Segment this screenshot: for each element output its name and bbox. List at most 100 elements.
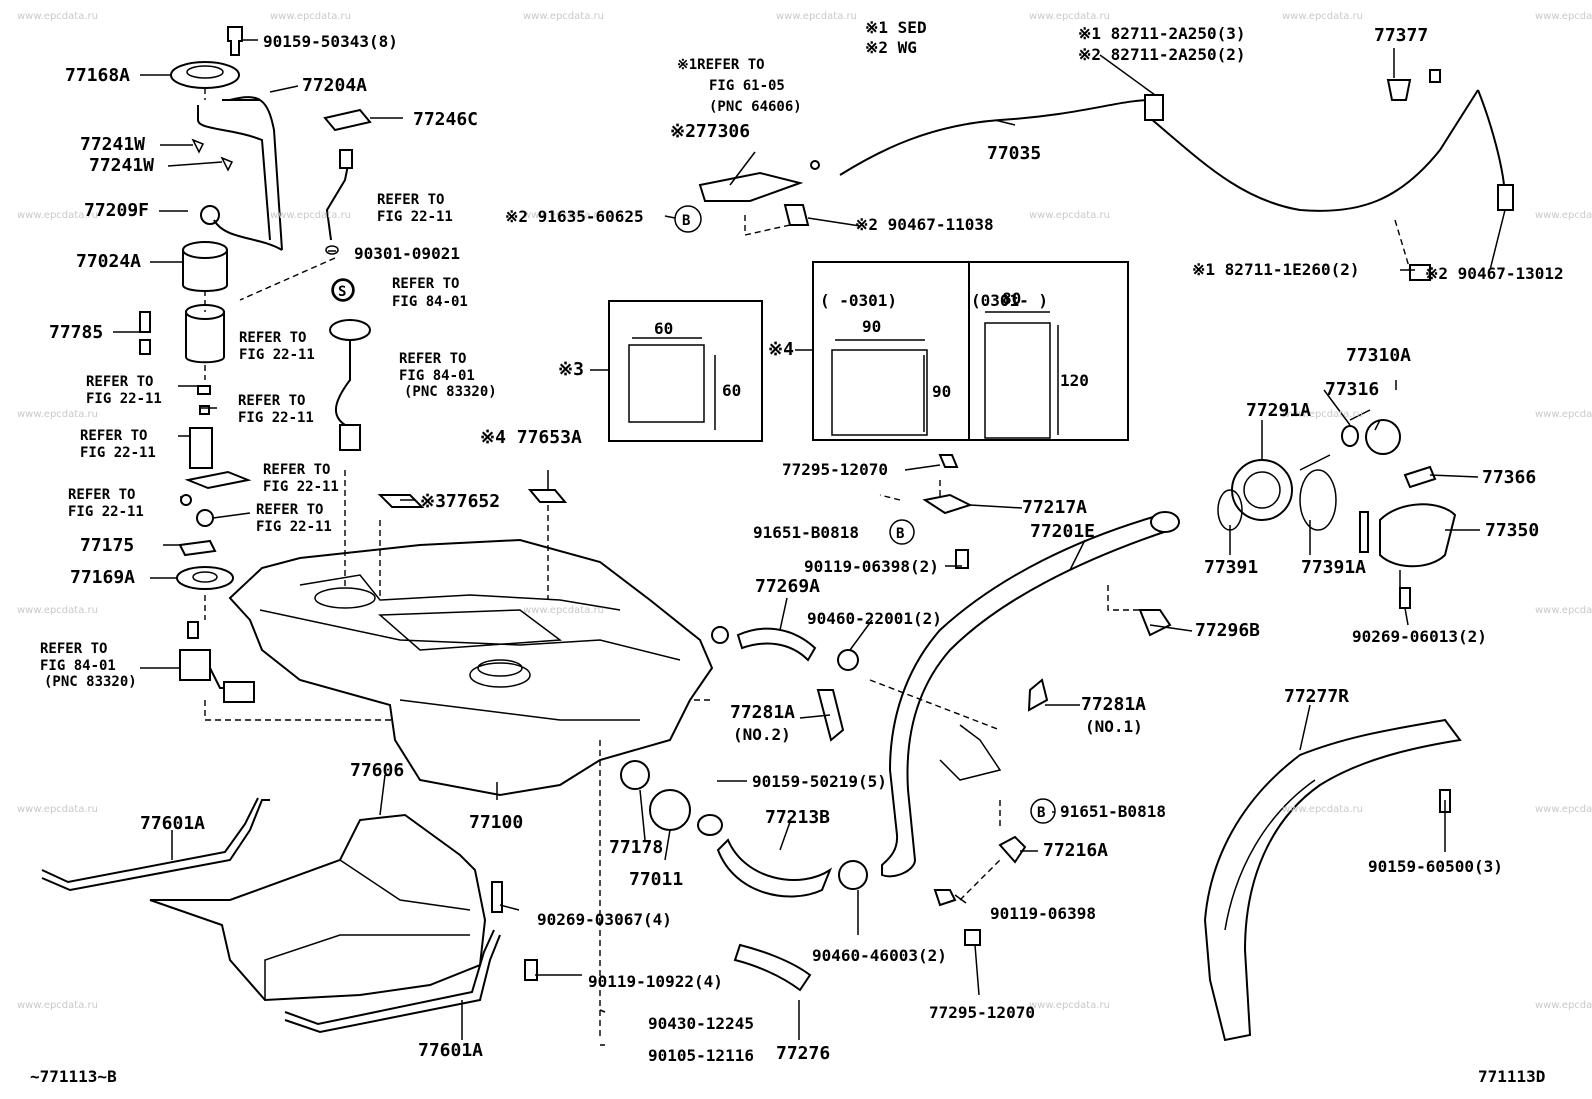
part-label: 77168A xyxy=(65,65,131,86)
part-label: 90430-12245 xyxy=(648,1014,754,1033)
part-label: 77601A xyxy=(140,813,206,834)
part-label: ※2 90467-11038 xyxy=(855,215,994,234)
size-box4b-height: 120 xyxy=(1060,371,1089,390)
part-label: ※2 82711-2A250(2) xyxy=(1078,45,1246,64)
part-label: FIG 22-11 xyxy=(263,479,339,495)
part-label: REFER TO xyxy=(80,428,148,444)
part-label: REFER TO xyxy=(239,330,307,346)
leader-lines xyxy=(113,39,1506,1046)
part-label: ※1 82711-1E260(2) xyxy=(1192,260,1360,279)
watermark: www.epcdata.ru xyxy=(1029,210,1110,221)
part-label: 77391 xyxy=(1204,557,1259,578)
filler-cap-lid xyxy=(1217,409,1457,609)
part-label: 77024A xyxy=(76,251,142,272)
watermark: www.epcdata.ru xyxy=(1535,11,1592,22)
part-label: FIG 84-01 xyxy=(40,658,116,674)
part-label: REFER TO xyxy=(377,192,445,208)
part-label: 77201E xyxy=(1030,521,1096,542)
part-label: 90105-12116 xyxy=(648,1046,754,1065)
part-label: (PNC 83320) xyxy=(44,674,137,690)
part-label: FIG 22-11 xyxy=(238,410,314,426)
part-label: FIG 84-01 xyxy=(399,368,475,384)
part-label: 77281A xyxy=(1081,694,1147,715)
part-label: 77011 xyxy=(629,869,684,890)
diagram-code-right: 771113D xyxy=(1478,1067,1546,1086)
part-label: 77035 xyxy=(987,143,1042,164)
part-label: REFER TO xyxy=(40,641,108,657)
part-label: FIG 22-11 xyxy=(239,347,315,363)
part-label: 90460-22001(2) xyxy=(807,609,942,628)
part-label: (NO.2) xyxy=(733,725,791,744)
part-label: FIG 22-11 xyxy=(86,391,162,407)
svg-text:B: B xyxy=(1037,805,1045,821)
watermark: www.epcdata.ru xyxy=(17,11,98,22)
part-label: 90269-06013(2) xyxy=(1352,627,1487,646)
part-label: 77601A xyxy=(418,1040,484,1061)
part-label: 77316 xyxy=(1325,379,1380,400)
size-boxes xyxy=(590,261,1129,442)
size-box4b-width: 80 xyxy=(1002,289,1022,308)
watermark: www.epcdata.ru xyxy=(17,1000,98,1011)
part-label: 77391A xyxy=(1301,557,1367,578)
part-label: FIG 22-11 xyxy=(377,209,453,225)
part-label: 90159-60500(3) xyxy=(1368,857,1503,876)
size-box4-mark: ※4 xyxy=(768,339,794,360)
part-label: 90159-50343(8) xyxy=(263,32,398,51)
part-label: 77377 xyxy=(1374,25,1429,46)
watermark: www.epcdata.ru xyxy=(523,11,604,22)
part-label: FIG 84-01 xyxy=(392,294,468,310)
refer-note-line1: ※1REFER TO xyxy=(677,57,765,73)
watermark: www.epcdata.ru xyxy=(1029,1000,1110,1011)
fuel-tank xyxy=(228,470,714,1040)
size-box4b-header: (0301- ) xyxy=(971,291,1049,310)
legend-sed: ※1 SED xyxy=(865,18,927,37)
watermark: www.epcdata.ru xyxy=(523,605,604,616)
part-label: 77291A xyxy=(1246,400,1312,421)
part-label: 77295-12070 xyxy=(929,1003,1035,1022)
part-label: 77100 xyxy=(469,812,524,833)
refer-note-line2: FIG 61-05 xyxy=(709,78,785,94)
circled-symbols: S B B B xyxy=(331,205,1056,824)
part-label: REFER TO xyxy=(256,502,324,518)
part-label: 90159-50219(5) xyxy=(752,772,887,791)
part-label: 77169A xyxy=(70,567,136,588)
watermark: www.epcdata.ru xyxy=(1535,210,1592,221)
part-label: 77269A xyxy=(755,576,821,597)
watermark: www.epcdata.ru xyxy=(1535,409,1592,420)
size-box4a-header: ( -0301) xyxy=(820,291,898,310)
refer-note-line3: (PNC 64606) xyxy=(709,99,802,115)
part-label: 77785 xyxy=(49,322,104,343)
legend-wg: ※2 WG xyxy=(865,38,917,57)
watermark: www.epcdata.ru xyxy=(1282,11,1363,22)
part-label: REFER TO xyxy=(238,393,306,409)
size-box3-mark: ※3 xyxy=(558,359,584,380)
watermark: www.epcdata.ru xyxy=(17,605,98,616)
part-label: 77350 xyxy=(1485,520,1540,541)
watermark: www.epcdata.ru xyxy=(1282,804,1363,815)
watermark: www.epcdata.ru xyxy=(270,210,351,221)
part-label: 90269-03067(4) xyxy=(537,910,672,929)
svg-text:B: B xyxy=(896,526,904,542)
part-label: 77217A xyxy=(1022,497,1088,518)
part-label: FIG 22-11 xyxy=(256,519,332,535)
part-label: 77246C xyxy=(413,109,479,130)
part-label: (NO.1) xyxy=(1085,717,1143,736)
watermark: www.epcdata.ru xyxy=(1029,11,1110,22)
part-label: REFER TO xyxy=(392,276,460,292)
part-label: REFER TO xyxy=(263,462,331,478)
svg-text:B: B xyxy=(682,213,690,229)
part-label: 77241W xyxy=(89,155,155,176)
part-label: ※377652 xyxy=(420,491,501,512)
part-label: 90119-06398 xyxy=(990,904,1096,923)
part-label: 77209F xyxy=(84,200,150,221)
part-label: FIG 22-11 xyxy=(68,504,144,520)
part-label: ※4 77653A xyxy=(480,427,582,448)
part-label: 77277R xyxy=(1284,686,1350,707)
part-label: 77241W xyxy=(80,134,146,155)
size-box3-height: 60 xyxy=(722,381,742,400)
part-label: 90460-46003(2) xyxy=(812,946,947,965)
fender-liner xyxy=(1203,718,1462,1042)
watermark: www.epcdata.ru xyxy=(1282,409,1363,420)
watermark: www.epcdata.ru xyxy=(776,11,857,22)
